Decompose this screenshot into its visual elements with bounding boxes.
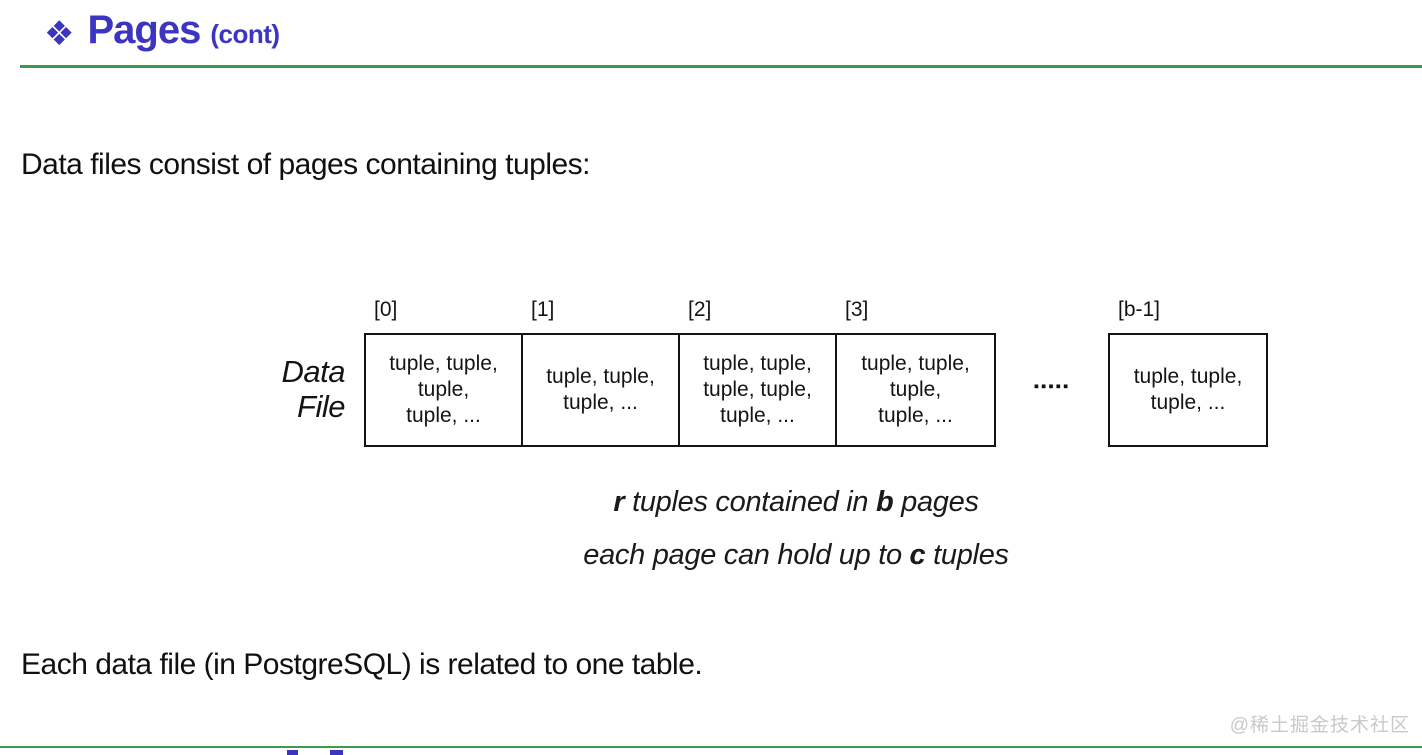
pages-row: [0] tuple, tuple, tuple, tuple, ... [1] … (364, 298, 996, 447)
data-file-label-line2: File (297, 389, 345, 424)
next-slide-fragment (330, 750, 343, 755)
page-index-label-b-1: [b-1] (1118, 298, 1161, 321)
bottom-divider-line (0, 746, 1422, 748)
closing-text: Each data file (in PostgreSQL) is relate… (21, 648, 703, 681)
tuple-text: tuple, tuple, (861, 352, 970, 375)
page-box-1: [1] tuple, tuple, tuple, ... (523, 298, 680, 445)
tuple-text: tuple, tuple, (1133, 365, 1243, 388)
var-b: b (875, 486, 894, 518)
tuple-text: tuple, ... (720, 404, 795, 427)
data-file-label-line1: Data (281, 354, 346, 389)
tuple-text: tuple, tuple, (703, 378, 812, 401)
page-index-label-2: [2] (688, 298, 712, 321)
title-divider-line (20, 65, 1422, 68)
page-box-2: [2] tuple, tuple, tuple, tuple, tuple, .… (680, 298, 837, 445)
watermark: @稀土掘金技术社区 (1229, 715, 1410, 736)
page-index-label-1: [1] (531, 298, 555, 321)
page-box-3: [3] tuple, tuple, tuple, tuple, ... (837, 298, 994, 445)
intro-text: Data files consist of pages containing t… (21, 148, 591, 181)
caption-1-end: pages (893, 486, 979, 518)
tuple-text: tuple, ... (1150, 391, 1226, 414)
tuple-text: tuple, ... (878, 404, 953, 427)
var-c: c (909, 539, 926, 571)
diamond-bullet-icon: ❖ (44, 15, 75, 53)
tuple-text: tuple, ... (563, 391, 638, 414)
page-index-label-3: [3] (845, 298, 869, 321)
caption-2-end: tuples (925, 539, 1009, 571)
page-box-0: [0] tuple, tuple, tuple, tuple, ... (366, 298, 523, 445)
tuple-text: tuple, ... (406, 404, 481, 427)
caption-2-start: each page can hold up to (583, 539, 910, 571)
tuple-text: tuple, tuple, (389, 352, 498, 375)
var-r: r (613, 486, 625, 518)
page-index-label-0: [0] (374, 298, 398, 321)
tuple-text: tuple, tuple, (546, 365, 655, 388)
tuple-text: tuple, (417, 378, 470, 401)
data-file-label: Data File (175, 354, 346, 424)
ellipsis-dots: ▪▪▪▪▪ (1033, 378, 1071, 395)
tuple-text: tuple, tuple, (703, 352, 812, 375)
page-title: Pages (87, 8, 201, 52)
caption-line-2: each page can hold up to c tuples (291, 539, 1301, 572)
tuple-text: tuple, (889, 378, 942, 401)
page-title-suffix: (cont) (210, 19, 280, 49)
page-box-b-1: [b-1] tuple, tuple, tuple, ... (1108, 298, 1268, 447)
slide-header: ❖ Pages (cont) (44, 8, 280, 64)
next-slide-fragment (287, 750, 298, 755)
caption-1-mid: tuples contained in (624, 486, 876, 518)
caption-line-1: r tuples contained in b pages (291, 486, 1301, 519)
